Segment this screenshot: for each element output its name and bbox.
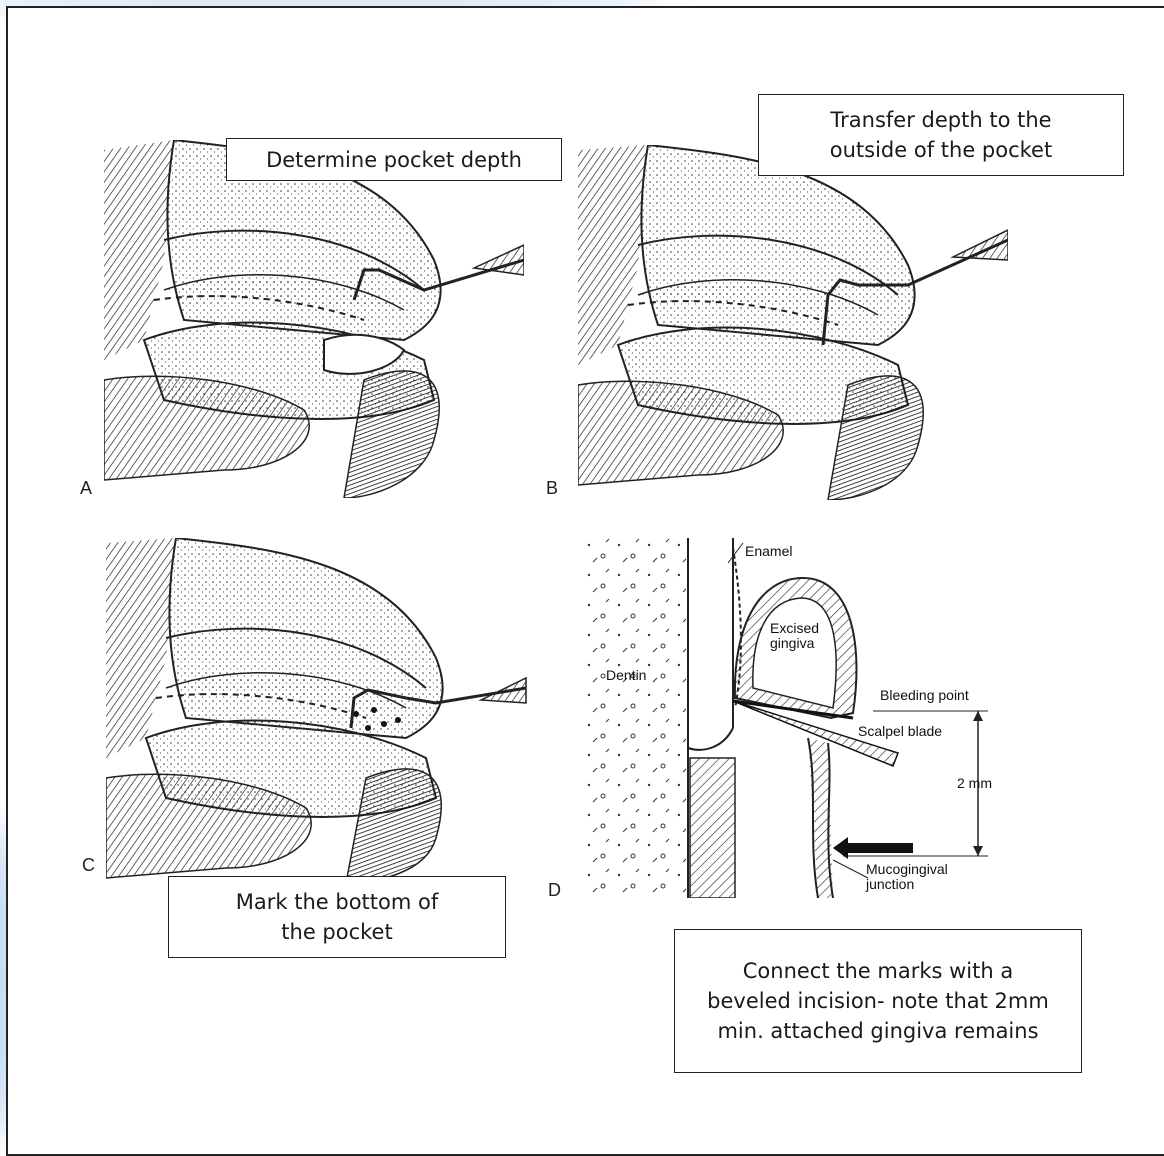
panel-c-letter: C xyxy=(82,855,95,876)
panel-a-callout-line-1: Determine pocket depth xyxy=(266,145,522,175)
panel-c-drawing xyxy=(106,538,556,883)
label-dentin: Dentin xyxy=(606,668,646,683)
panel-b-callout: Transfer depth to the outside of the poc… xyxy=(758,94,1124,176)
label-scalpel-blade: Scalpel blade xyxy=(858,724,942,739)
panel-b-drawing xyxy=(578,145,1008,500)
panel-b-callout-line-2: outside of the pocket xyxy=(830,135,1052,165)
label-mucogingival-1: Mucogingival xyxy=(866,862,948,877)
panel-a-callout: Determine pocket depth xyxy=(226,138,562,181)
panel-d-callout-line-1: Connect the marks with a xyxy=(743,956,1013,986)
panel-a-letter: A xyxy=(80,478,92,499)
panel-b-illustration xyxy=(578,145,1008,500)
label-2mm: 2 mm xyxy=(957,776,992,791)
panel-b-letter: B xyxy=(546,478,558,499)
panel-c-callout-line-1: Mark the bottom of xyxy=(236,887,438,917)
panel-c-illustration xyxy=(106,538,556,883)
panel-c-callout: Mark the bottom of the pocket xyxy=(168,876,506,958)
panel-b-callout-line-1: Transfer depth to the xyxy=(830,105,1051,135)
panel-d-letter: D xyxy=(548,880,561,901)
panel-c-callout-line-2: the pocket xyxy=(281,917,392,947)
label-excised-1: Excised xyxy=(770,621,819,636)
label-excised-2: gingiva xyxy=(770,636,814,651)
panel-d-callout-line-2: beveled incision- note that 2mm xyxy=(707,986,1049,1016)
panel-d-drawing xyxy=(583,538,1043,898)
panel-a-drawing xyxy=(104,140,524,498)
panel-d-illustration xyxy=(583,538,1043,898)
panel-d-callout-line-3: min. attached gingiva remains xyxy=(717,1016,1038,1046)
label-enamel: Enamel xyxy=(745,544,792,559)
label-mucogingival-2: junction xyxy=(866,877,914,892)
panel-d-callout: Connect the marks with a beveled incisio… xyxy=(674,929,1082,1073)
label-bleeding-point: Bleeding point xyxy=(880,688,969,703)
panel-a-illustration xyxy=(104,140,524,498)
